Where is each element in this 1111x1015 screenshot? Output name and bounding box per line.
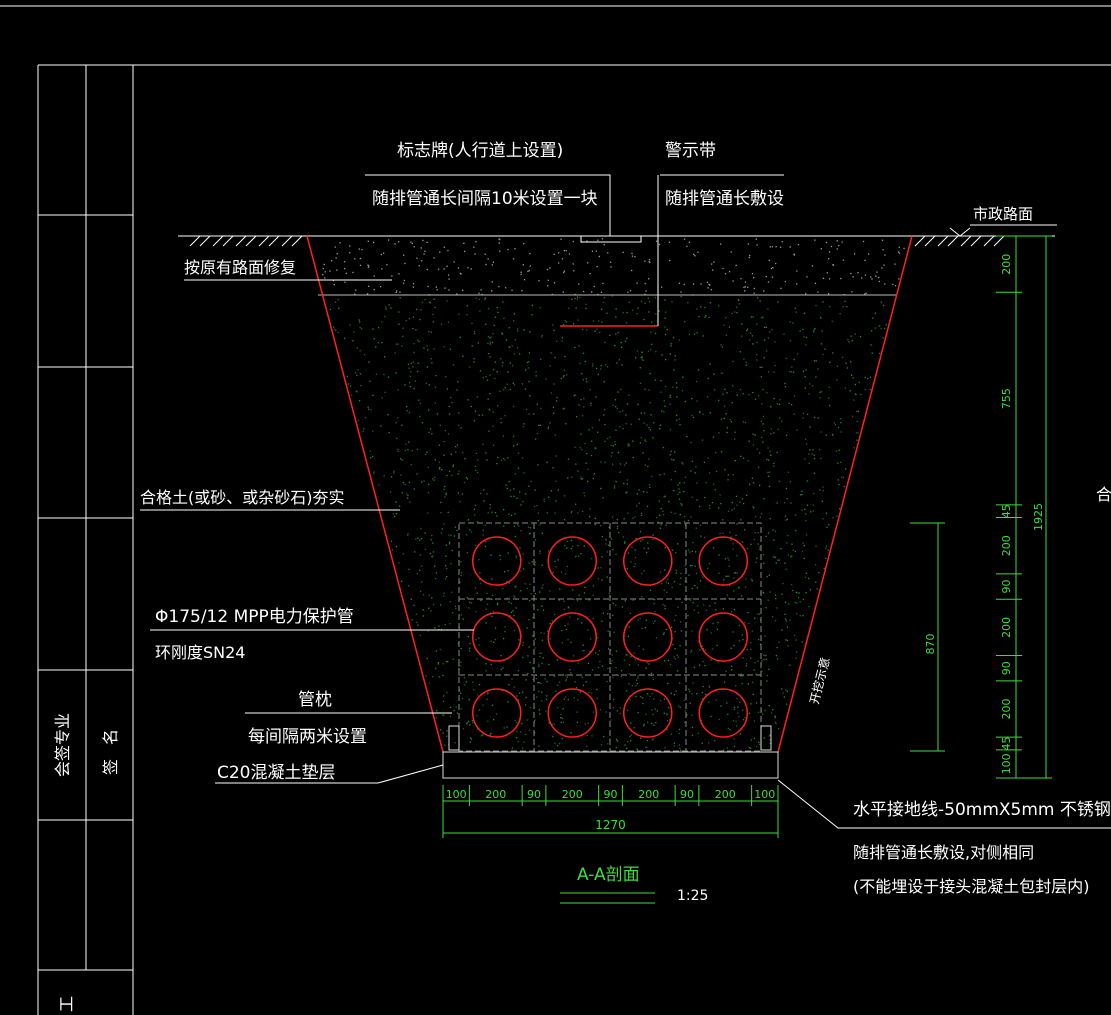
pipe-circle — [472, 688, 522, 738]
right-dim-label: 45 — [1000, 737, 1013, 751]
warning-tape-note: 随排管通长敷设 — [665, 189, 784, 209]
pipe-pillow-left — [448, 725, 460, 751]
ground-wire-note2: (不能埋设于接头混凝土包封层内) — [853, 877, 1090, 896]
bottom-dim-label: 90 — [604, 788, 618, 801]
right-dim-label: 90 — [1000, 661, 1013, 675]
sign-board-label: 标志牌(人行道上设置) — [397, 141, 563, 161]
pipe-circle — [623, 688, 673, 738]
countersign-major-label: 会签专业 — [53, 713, 72, 777]
drawing-frame — [0, 5, 1111, 1015]
bottom-dim-label: 100 — [446, 788, 467, 801]
right-dim-label: 755 — [1000, 388, 1013, 409]
pipe-pillow-right — [760, 725, 772, 751]
right-edge-text: 合 — [1096, 485, 1111, 504]
pipe-block-height-label: 870 — [924, 634, 937, 655]
pipe-circle — [472, 612, 522, 662]
right-dim-label: 100 — [1000, 753, 1013, 774]
road-repair-label: 按原有路面修复 — [184, 258, 296, 277]
ground-wire-note: 随排管通长敷设,对侧相同 — [853, 843, 1034, 862]
leader-lines — [140, 174, 1111, 829]
pipe-circle — [698, 612, 748, 662]
section-underline — [560, 892, 655, 904]
total-width-label: 1270 — [595, 818, 626, 832]
pipe-circle — [623, 612, 673, 662]
right-dim-label: 200 — [1000, 699, 1013, 720]
pillow-label: 管枕 — [298, 690, 332, 710]
title-block-text: 会签专业 签名 工 — [53, 713, 120, 1012]
pipe-circle — [472, 536, 522, 586]
municipal-road-label: 市政路面 — [973, 205, 1033, 223]
labels: 标志牌(人行道上设置) 随排管通长间隔10米设置一块 警示带 随排管通长敷设 市… — [140, 141, 1111, 904]
pipe-block — [442, 522, 779, 779]
pipe-grid-lines — [458, 522, 762, 752]
bottom-dim-label: 90 — [527, 788, 541, 801]
backfill-dots — [322, 238, 905, 752]
title-block-bottom-label: 工 — [57, 996, 76, 1012]
bottom-dim-label: 100 — [754, 788, 775, 801]
right-dim-label: 200 — [1000, 254, 1013, 275]
bottom-dim-label: 200 — [485, 788, 506, 801]
bottom-dimensions: 100 200 90 200 90 200 90 200 100 1270 — [442, 785, 779, 838]
bottom-dim-label: 200 — [562, 788, 583, 801]
right-dim-label: 200 — [1000, 535, 1013, 556]
backfill-label: 合格土(或砂、或杂砂石)夯实 — [140, 488, 345, 507]
pipe-circle — [547, 612, 597, 662]
slope-right — [777, 235, 913, 753]
sign-plate — [580, 235, 642, 243]
ground-hatch-right — [914, 227, 1005, 247]
scale-label: 1:25 — [677, 888, 708, 904]
pipe-circle — [698, 536, 748, 586]
cushion-label: C20混凝土垫层 — [217, 763, 336, 783]
pipe-circle — [547, 536, 597, 586]
right-dimensions: 200 755 45 200 90 200 90 200 45 100 1925 870 — [910, 235, 1052, 779]
sign-board-note: 随排管通长间隔10米设置一块 — [372, 189, 598, 209]
right-dim-label: 200 — [1000, 617, 1013, 638]
total-height-label: 1925 — [1032, 503, 1045, 531]
pipe-circle — [623, 536, 673, 586]
section-title: A-A剖面 — [577, 865, 640, 885]
right-dim-label: 90 — [1000, 580, 1013, 594]
ground-wire-label: 水平接地线-50mmX5mm 不锈钢扁钢 — [853, 800, 1111, 820]
pipes — [472, 536, 748, 738]
pipe-circle — [547, 688, 597, 738]
right-dim-label: 45 — [1000, 504, 1013, 518]
signature-label: 签名 — [101, 715, 120, 775]
bottom-dim-label: 200 — [638, 788, 659, 801]
slope-left — [306, 235, 444, 753]
pillow-note: 每间隔两米设置 — [248, 727, 367, 747]
bottom-dim-label: 90 — [680, 788, 694, 801]
pipe-circle — [698, 688, 748, 738]
slope-label: 开挖示意 — [806, 656, 832, 706]
concrete-cushion — [442, 751, 779, 779]
pipe-stiffness-label: 环刚度SN24 — [155, 643, 246, 662]
bottom-dim-label: 200 — [715, 788, 736, 801]
pipe-spec-label: Φ175/12 MPP电力保护管 — [155, 607, 354, 627]
ground-hatch-left — [189, 235, 303, 247]
warning-tape-label: 警示带 — [665, 141, 716, 161]
